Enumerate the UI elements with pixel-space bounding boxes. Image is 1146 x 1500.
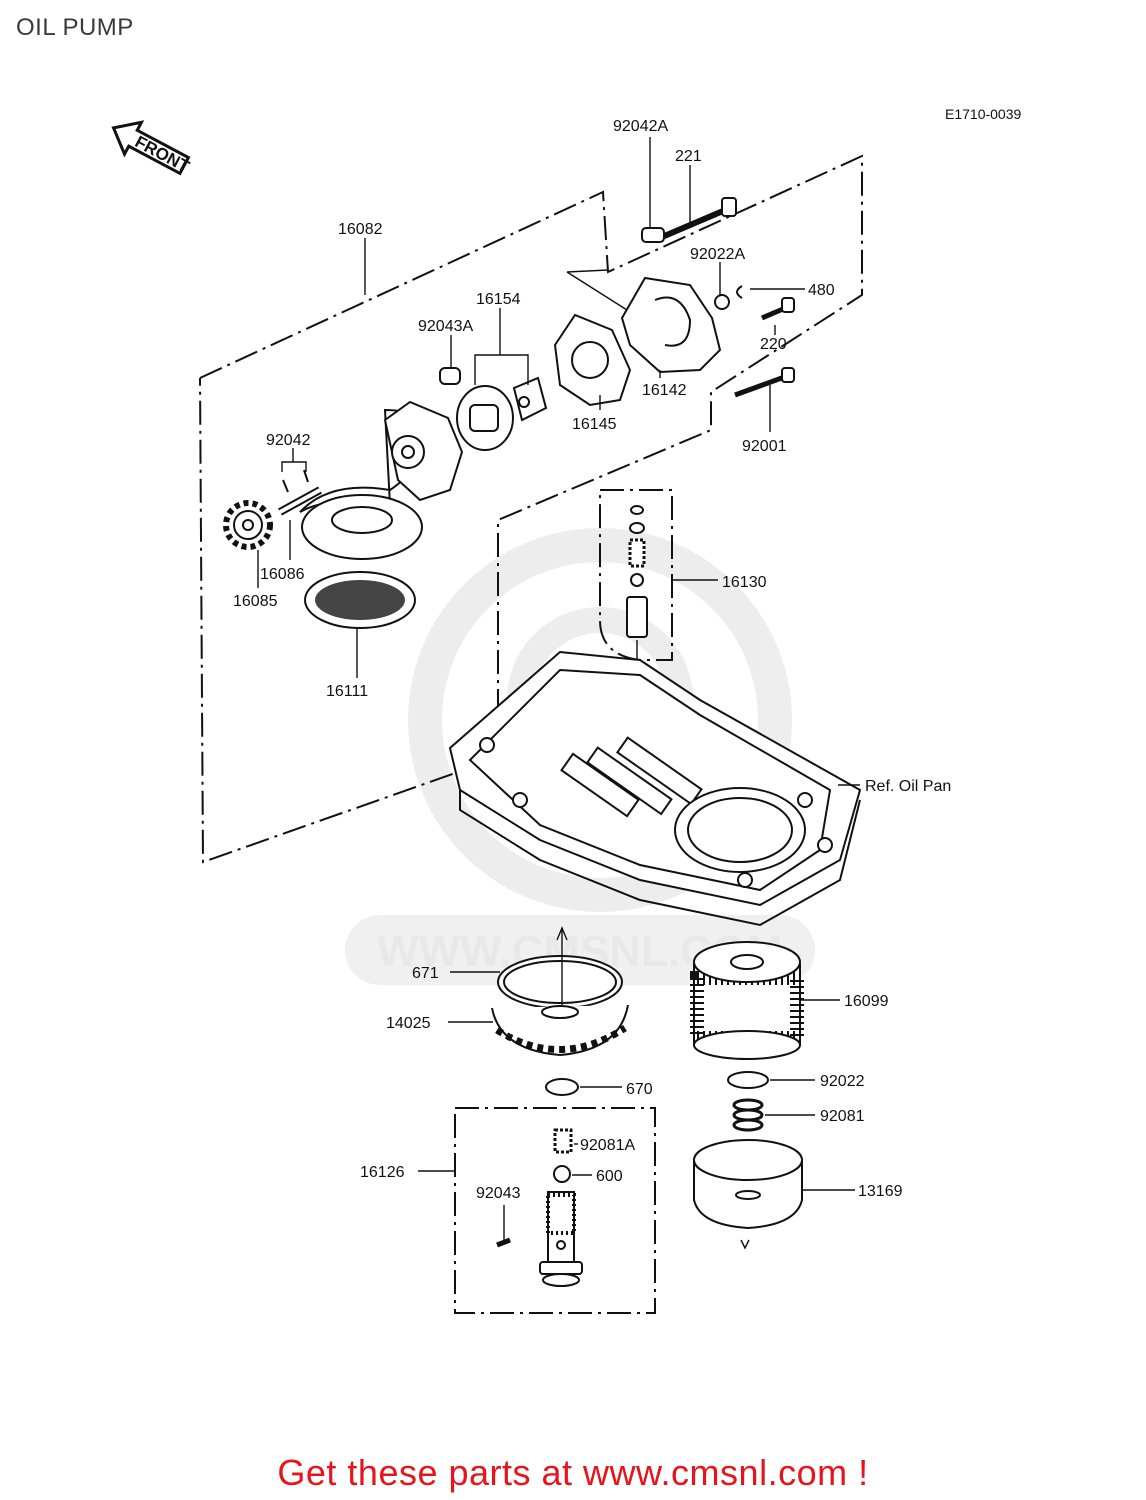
bushing-92043a: [439, 367, 461, 385]
pin-92043: [496, 1237, 511, 1248]
collar-92042a: [641, 227, 665, 243]
bolt-220: [761, 297, 795, 321]
oil-filter-16099: [690, 941, 804, 1060]
label-221: 221: [675, 148, 702, 165]
label-16111: 16111: [326, 683, 368, 700]
label-16145: 16145: [572, 416, 617, 433]
label-ref-oil-pan: Ref. Oil Pan: [865, 778, 951, 795]
parts-callout-link[interactable]: Get these parts at www.cmsnl.com !: [277, 1452, 869, 1493]
oil-pump-body: [299, 400, 464, 560]
label-670: 670: [626, 1081, 653, 1098]
label-16085: 16085: [233, 593, 278, 610]
front-arrow-icon: FRONT: [111, 120, 193, 177]
label-480: 480: [808, 282, 835, 299]
label-92043: 92043: [476, 1185, 521, 1202]
assembly-outline-16082: [199, 154, 863, 864]
spring-92081a: [553, 1128, 573, 1154]
label-16099: 16099: [844, 993, 889, 1010]
label-220: 220: [760, 336, 787, 353]
leader-lines: [257, 137, 860, 1240]
spring-92081: [732, 1098, 764, 1132]
label-671: 671: [412, 965, 439, 982]
ball-600: [553, 1165, 571, 1183]
cover-16142: [620, 276, 722, 374]
label-14025: 14025: [386, 1015, 431, 1032]
label-16082: 16082: [338, 221, 383, 238]
page-title: OIL PUMP: [16, 14, 134, 41]
label-16142: 16142: [642, 382, 687, 399]
label-13169: 13169: [858, 1183, 903, 1200]
clip-480: [736, 285, 743, 299]
filter-cover-13169: [693, 1139, 803, 1250]
assembly-outline-16126: [454, 1107, 656, 1314]
shaft-16086: [278, 486, 322, 516]
label-600: 600: [596, 1168, 623, 1185]
washer-92022: [727, 1071, 769, 1089]
label-92042: 92042: [266, 432, 311, 449]
gasket-16145: [553, 313, 632, 407]
label-16126: 16126: [360, 1164, 405, 1181]
strainer-screen-16111: [304, 571, 416, 629]
o-ring-671: [497, 955, 623, 1009]
label-92081a: 92081A: [580, 1137, 635, 1154]
pin-92042-a: [282, 479, 289, 493]
label-92022: 92022: [820, 1073, 865, 1090]
bolt-92001: [734, 367, 795, 398]
washer-92022a: [714, 294, 730, 310]
label-92081: 92081: [820, 1108, 865, 1125]
label-92022a: 92022A: [690, 246, 745, 263]
label-92042a: 92042A: [613, 118, 668, 135]
filter-bolt-16126: [539, 1191, 583, 1287]
label-16154: 16154: [476, 291, 521, 308]
pin-92042-b: [303, 469, 309, 483]
oil-pan: [448, 650, 862, 927]
diagram-code: E1710-0039: [945, 106, 1022, 122]
rotor-assembly: [456, 376, 548, 451]
label-92043a: 92043A: [418, 318, 473, 335]
sprocket-16085: [223, 500, 273, 550]
bolt-221: [653, 197, 737, 243]
assembly-outline-16130: [599, 489, 673, 661]
label-92001: 92001: [742, 438, 787, 455]
label-16130: 16130: [722, 574, 767, 591]
o-ring-670: [545, 1078, 579, 1096]
front-label: FRONT: [132, 132, 193, 177]
label-16086: 16086: [260, 566, 305, 583]
filter-housing-14025: [491, 926, 629, 1057]
